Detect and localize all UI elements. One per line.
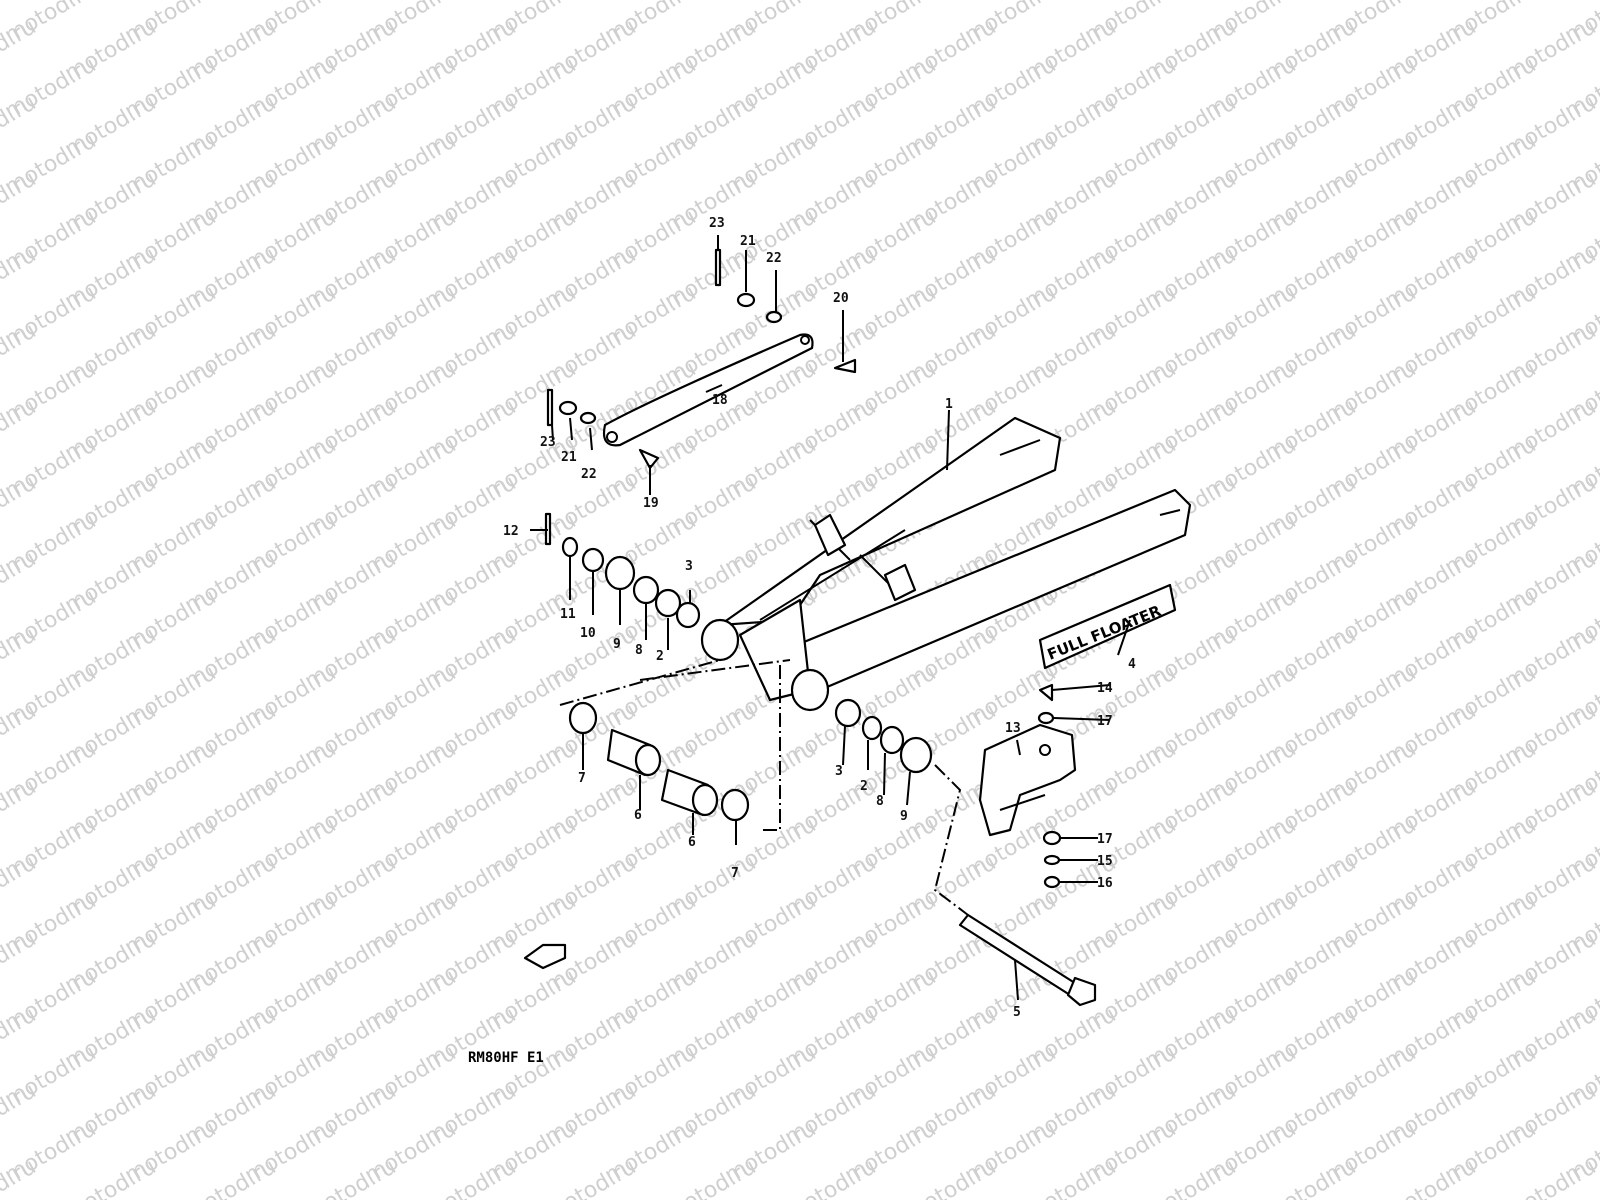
emblem-plate: FULL FLOATER	[1038, 583, 1177, 670]
label-18: 18	[712, 393, 728, 408]
label-8-right: 8	[876, 794, 884, 809]
swingarm	[700, 416, 1192, 712]
part-number-labels: 1 2 3 4 5 6 7 8 9 10 11 12 13 14 15 16 1…	[503, 216, 1136, 1020]
label-15: 15	[1097, 854, 1113, 869]
cotter-pin-icon	[714, 248, 722, 287]
label-6-lower: 6	[688, 835, 696, 850]
label-1: 1	[945, 397, 953, 412]
label-8: 8	[635, 643, 643, 658]
label-22-left: 22	[581, 467, 597, 482]
label-21-top: 21	[740, 234, 756, 249]
label-12: 12	[503, 524, 519, 539]
label-7: 7	[578, 771, 586, 786]
label-23-top: 23	[709, 216, 725, 231]
label-9-right: 9	[900, 809, 908, 824]
label-10: 10	[580, 626, 596, 641]
label-3-right: 3	[835, 764, 843, 779]
chain-guide	[978, 683, 1077, 889]
label-16: 16	[1097, 876, 1113, 891]
pivot-parts-left	[544, 512, 750, 822]
label-22-top: 22	[766, 251, 782, 266]
label-17-top: 17	[1097, 714, 1113, 729]
label-14: 14	[1097, 681, 1113, 696]
label-5: 5	[1013, 1005, 1021, 1020]
label-17-bottom: 17	[1097, 832, 1113, 847]
leader-lines	[530, 235, 1131, 1001]
label-3: 3	[685, 559, 693, 574]
front-direction-arrow-icon	[523, 943, 567, 970]
label-7-lower: 7	[731, 866, 739, 881]
hardware-top	[546, 248, 857, 470]
label-20: 20	[833, 291, 849, 306]
label-4: 4	[1128, 657, 1136, 672]
model-code: RM80HF E1	[468, 1050, 544, 1066]
label-13: 13	[1005, 721, 1021, 736]
pivot-parts-right	[834, 698, 933, 774]
label-6: 6	[634, 808, 642, 823]
label-2: 2	[656, 649, 664, 664]
label-23-left: 23	[540, 435, 556, 450]
label-11: 11	[560, 607, 576, 622]
label-19: 19	[643, 496, 659, 511]
label-9: 9	[613, 637, 621, 652]
label-21-left: 21	[561, 450, 577, 465]
label-2-right: 2	[860, 779, 868, 794]
pivot-bolt	[958, 913, 1097, 1007]
